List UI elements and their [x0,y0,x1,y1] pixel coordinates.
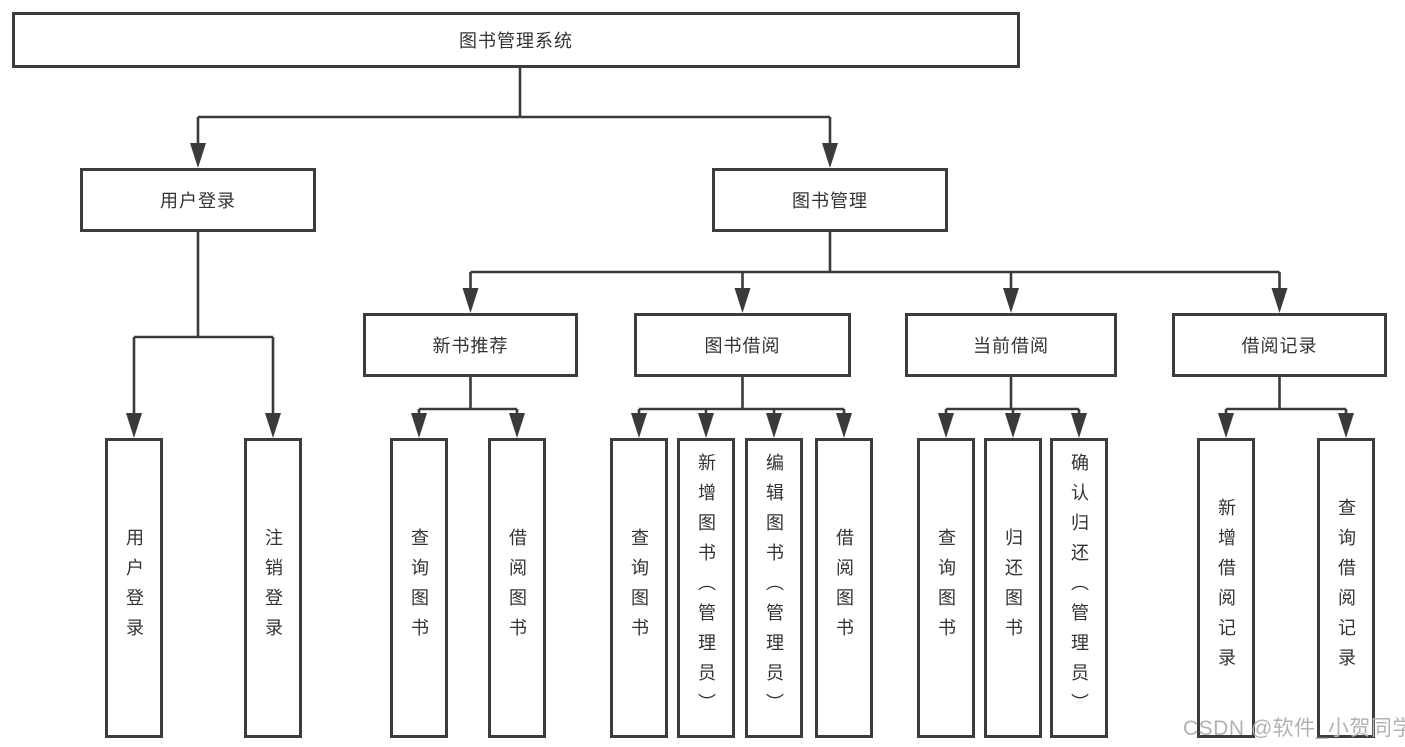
leaf-confirm-return-admin: 确认归还（管理员） [1050,438,1108,738]
leaf-user-login: 用户登录 [105,438,163,738]
leaf-add-books-admin: 新增图书（管理员） [677,438,735,738]
node-book-management: 图书管理 [712,168,948,232]
arrowhead-icon [411,413,427,438]
arrowhead-icon [1003,288,1019,313]
arrowhead-icon [836,413,852,438]
leaf-return-books: 归还图书 [984,438,1042,738]
connector-line [417,377,519,430]
leaf-query-borrow-record: 查询借阅记录 [1317,438,1375,738]
connector-user-login-children [126,232,281,438]
arrowhead-icon [766,413,782,438]
arrowhead-icon [938,413,954,438]
connector-current-borrow-children [938,377,1087,438]
leaf-query-books-current: 查询图书 [917,438,975,738]
leaf-query-books-recommend: 查询图书 [390,438,448,738]
arrowhead-icon [462,288,479,313]
arrowhead-icon [265,413,281,438]
leaf-query-books-borrow: 查询图书 [610,438,668,738]
arrowhead-icon [1338,413,1354,438]
node-new-book-recommend: 新书推荐 [363,313,578,377]
arrowhead-icon [509,413,525,438]
node-root: 图书管理系统 [12,12,1020,68]
arrowhead-icon [190,143,206,168]
arrowhead-icon [822,143,838,168]
arrowhead-icon [734,288,751,313]
arrowhead-icon [698,413,714,438]
node-borrow-records: 借阅记录 [1172,313,1387,377]
connector-root-to-level2 [190,68,838,168]
connector-book-management-children [462,232,1288,313]
arrowhead-icon [631,413,647,438]
node-current-borrow: 当前借阅 [905,313,1117,377]
node-book-borrow: 图书借阅 [634,313,851,377]
connector-line [1224,377,1348,430]
leaf-add-borrow-record: 新增借阅记录 [1197,438,1255,738]
node-user-login: 用户登录 [80,168,316,232]
leaf-logout: 注销登录 [244,438,302,738]
leaf-borrow-books-recommend: 借阅图书 [488,438,546,738]
csdn-watermark: CSDN @软件_小贺同学 [1183,717,1405,740]
arrowhead-icon [1005,413,1021,438]
connector-line [196,68,832,162]
leaf-edit-books-admin: 编辑图书（管理员） [745,438,803,738]
connector-line [132,232,275,430]
leaf-borrow-books: 借阅图书 [815,438,873,738]
connector-new-book-recommend-children [411,377,525,438]
arrowhead-icon [126,413,142,438]
connector-line [637,377,846,430]
connector-borrow-records-children [1218,377,1354,438]
arrowhead-icon [1071,413,1087,438]
connector-book-borrow-children [631,377,852,438]
arrowhead-icon [1218,413,1234,438]
arrowhead-icon [1271,288,1288,313]
connector-line [469,232,1281,307]
